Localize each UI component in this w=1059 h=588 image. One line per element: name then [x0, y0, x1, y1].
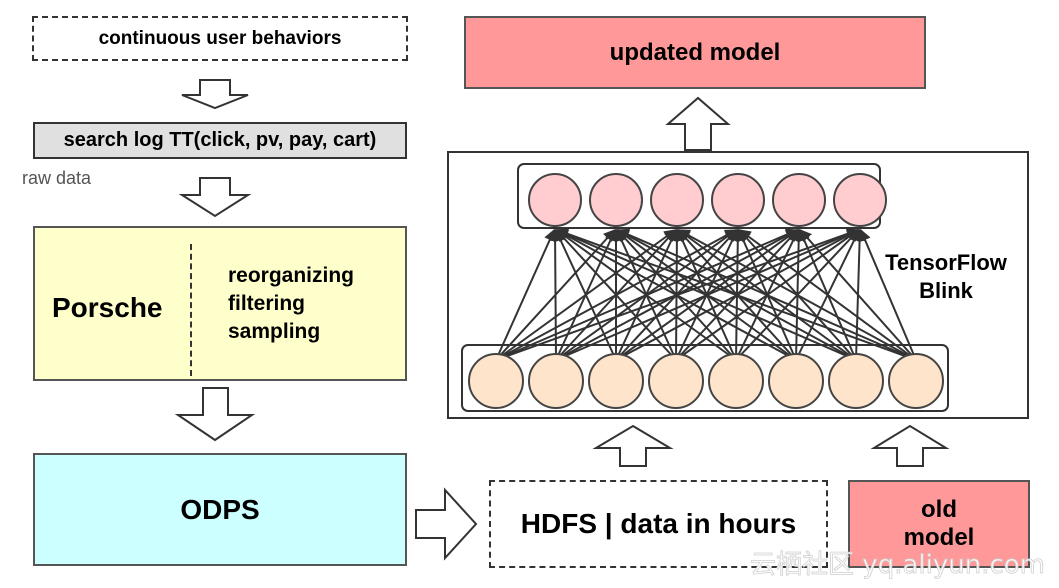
input-layer-box: [461, 344, 949, 412]
network-edge: [616, 228, 917, 361]
porsche-op-filtering: filtering: [228, 292, 305, 315]
hdfs-label: HDFS | data in hours: [520, 508, 797, 539]
blink-label: Blink: [919, 278, 974, 303]
output-node: [711, 173, 765, 227]
porsche-box: [33, 226, 407, 381]
output-node: [528, 173, 582, 227]
output-node: [772, 173, 826, 227]
network-edge: [555, 229, 677, 361]
input-node: [888, 353, 944, 409]
input-node: [828, 353, 884, 409]
continuous-user-behaviors-box: continuous user behaviors: [32, 16, 408, 61]
updated-model-label: updated model: [609, 38, 781, 66]
input-node: [588, 353, 644, 409]
porsche-divider: [190, 244, 192, 376]
network-edge: [677, 229, 917, 361]
tensorflow-label: TensorFlow: [885, 250, 1008, 275]
input-node: [708, 353, 764, 409]
odps-label: ODPS: [180, 493, 260, 525]
odps-box: ODPS: [33, 453, 407, 566]
up-arrow-to-updated-model: [665, 96, 731, 151]
network-edge: [859, 228, 917, 361]
up-arrow-from-hdfs: [592, 424, 674, 467]
down-arrow-1: [181, 79, 249, 110]
output-node: [589, 173, 643, 227]
porsche-op-reorganizing: reorganizing: [228, 264, 355, 287]
hdfs-box: HDFS | data in hours: [489, 480, 828, 568]
network-edge: [799, 229, 917, 361]
continuous-user-behaviors-label: continuous user behaviors: [98, 27, 342, 49]
up-arrow-from-old-model: [870, 424, 950, 467]
old-model-label-line1: old: [921, 496, 957, 523]
network-edge: [555, 229, 737, 361]
porsche-label: Porsche: [52, 292, 163, 323]
network-edge: [555, 229, 797, 361]
down-arrow-3: [174, 387, 256, 442]
old-model-label-line2: model: [903, 524, 975, 551]
updated-model-box: updated model: [464, 16, 926, 89]
down-arrow-2: [178, 177, 252, 218]
network-edge: [555, 228, 917, 361]
input-node: [768, 353, 824, 409]
network-edge: [549, 228, 562, 361]
search-log-box: search log TT(click, pv, pay, cart): [33, 122, 407, 159]
input-node: [528, 353, 584, 409]
output-node: [833, 173, 887, 227]
network-edge: [554, 228, 617, 361]
input-node: [468, 353, 524, 409]
network-edge: [495, 228, 556, 361]
input-node: [648, 353, 704, 409]
watermark-text: 云栖社区 yq.aliyun.com: [750, 550, 1045, 580]
output-node: [650, 173, 704, 227]
raw-data-label: raw data: [22, 168, 92, 188]
right-arrow-odps-hdfs: [415, 487, 478, 561]
network-edge: [555, 228, 857, 361]
old-model-box: old model: [848, 480, 1030, 568]
network-edge: [738, 229, 917, 361]
porsche-op-sampling: sampling: [228, 320, 321, 343]
search-log-label: search log TT(click, pv, pay, cart): [63, 129, 377, 151]
